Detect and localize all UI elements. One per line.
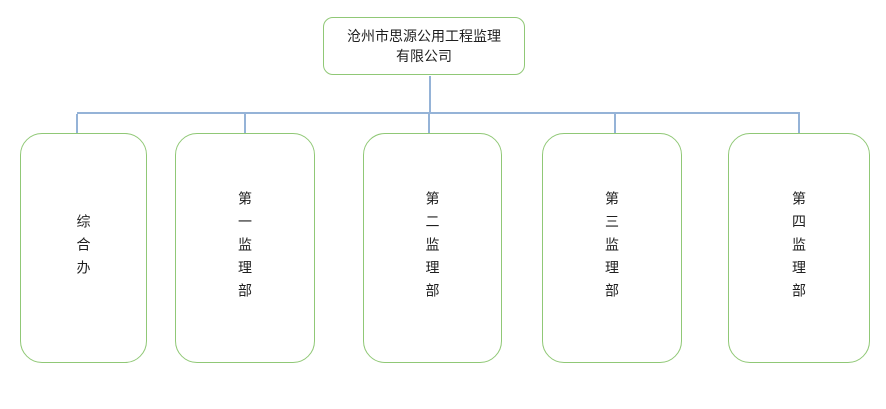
org-box-supervision-dept-3: 第三监理部 — [542, 133, 682, 363]
connector-horizontal-bus — [77, 112, 800, 114]
org-box-label: 第二监理部 — [424, 190, 441, 306]
org-box-label: 综合办 — [75, 213, 92, 283]
org-root-label-line2: 有限公司 — [396, 48, 452, 64]
connector-drop-supervision-dept-2 — [428, 114, 430, 134]
connector-drop-supervision-dept-3 — [614, 114, 616, 134]
connector-drop-supervision-dept-4 — [798, 114, 800, 134]
org-box-general-office: 综合办 — [20, 133, 147, 363]
org-box-label: 第四监理部 — [791, 190, 807, 306]
connector-drop-supervision-dept-1 — [244, 114, 246, 134]
org-root-label-line1: 沧州市思源公用工程监理 — [347, 28, 501, 44]
org-box-supervision-dept-4: 第四监理部 — [728, 133, 870, 363]
connector-root-stem — [429, 76, 431, 113]
connector-drop-general-office — [76, 114, 78, 134]
org-box-supervision-dept-2: 第二监理部 — [363, 133, 502, 363]
org-box-label: 第三监理部 — [604, 190, 620, 306]
org-root-box: 沧州市思源公用工程监理 有限公司 — [323, 17, 525, 75]
org-box-label: 第一监理部 — [237, 190, 253, 306]
org-box-supervision-dept-1: 第一监理部 — [175, 133, 315, 363]
